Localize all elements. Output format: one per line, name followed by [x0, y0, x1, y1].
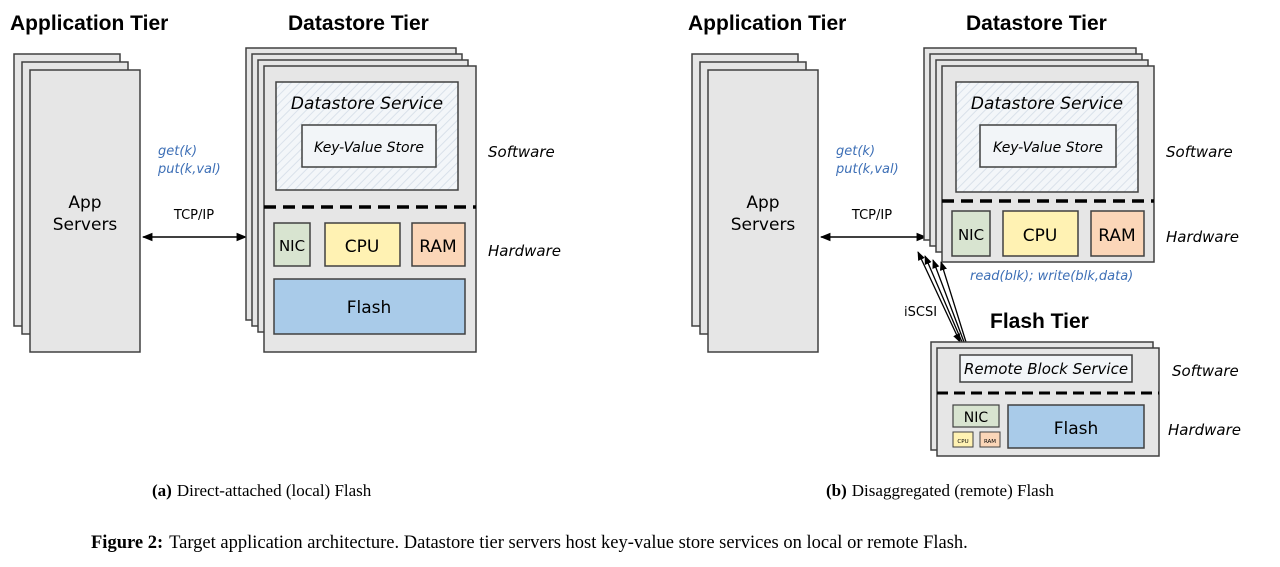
panel-b-block-api: read(blk); write(blk,data) — [970, 269, 1133, 284]
panel-a-caption-text: Direct-attached (local) Flash — [177, 481, 372, 500]
panel-a-app-servers-label-line1: App — [68, 193, 101, 213]
panel-b-ram-box — [1090, 210, 1145, 257]
panel-b-flash-cpu-label: CPU — [957, 439, 968, 445]
panel-b-nic-label: NIC — [958, 226, 984, 244]
panel-b-caption: (b) Disaggregated (remote) Flash — [826, 481, 1054, 500]
panel-a-tcpip-label: TCP/IP — [173, 208, 214, 223]
figure-caption-text: Target application architecture. Datasto… — [169, 533, 968, 553]
panel-b-flash-label: Flash — [1054, 419, 1099, 439]
panel-a-datastore-tier-title: Datastore Tier — [288, 12, 429, 35]
panel-a-application-tier-title: Application Tier — [10, 12, 168, 35]
panel-b-cpu-label: CPU — [1023, 226, 1058, 246]
panel-a-api-get: get(k) — [158, 144, 197, 159]
panel-b-api-get: get(k) — [836, 144, 875, 159]
panel-b-kv-store-box — [979, 124, 1117, 168]
panel-a-nic-box — [273, 222, 311, 267]
panel-a-datastore-service-label: Datastore Service — [291, 94, 443, 114]
panel-b-iscsi-arrows — [917, 251, 967, 343]
panel-a-caption: (a) Direct-attached (local) Flash — [152, 481, 372, 500]
panel-b-app-servers-label-line2: Servers — [731, 215, 796, 235]
panel-b-flash-ram-box — [979, 431, 1001, 448]
panel-b-hardware-label: Hardware — [1166, 228, 1239, 246]
panel-a-caption-letter: (a) — [152, 481, 172, 500]
panel-a-cpu-box — [324, 222, 401, 267]
figure-caption-label: Figure 2: — [91, 533, 163, 553]
panel-b-flash-hardware-label: Hardware — [1168, 421, 1241, 439]
panel-b-application-tier-title: Application Tier — [688, 12, 846, 35]
panel-b-kv-store-label: Key-Value Store — [993, 140, 1103, 156]
panel-b-flash-nic-box — [952, 404, 1000, 428]
panel-a-kv-store-box — [301, 124, 437, 168]
panel-b-remote-block-service-label: Remote Block Service — [964, 360, 1128, 378]
panel-a-software-label: Software — [488, 143, 555, 161]
panel-b-datastore-tier-title: Datastore Tier — [966, 12, 1107, 35]
panel-a-api-put: put(k,val) — [157, 162, 221, 177]
panel-a-ram-label: RAM — [419, 237, 456, 257]
panel-b-cpu-box — [1002, 210, 1079, 257]
panel-b-flash-nic-label: NIC — [964, 410, 989, 426]
panel-a-flash-box — [273, 278, 466, 335]
panel-b-flash-cpu-box — [952, 431, 974, 448]
panel-b-iscsi-label: iSCSI — [904, 305, 937, 320]
panel-a-app-servers-stack — [13, 53, 141, 353]
panel-a-hardware-label: Hardware — [488, 242, 561, 260]
panel-a-app-servers-label-line2: Servers — [53, 215, 118, 235]
panel-a-ram-box — [411, 222, 466, 267]
panel-b-flash-ram-label: RAM — [984, 439, 996, 445]
panel-a-cpu-label: CPU — [345, 237, 380, 257]
panel-b-api-put: put(k,val) — [835, 162, 899, 177]
panel-b-caption-text: Disaggregated (remote) Flash — [852, 481, 1055, 500]
panel-b-flash-box — [1007, 404, 1145, 449]
panel-a-nic-label: NIC — [279, 237, 305, 255]
panel-b-app-servers-stack — [691, 53, 819, 353]
panel-a: Application Tier Datastore Tier App Serv… — [10, 12, 561, 500]
panel-b-nic-box — [951, 210, 991, 257]
panel-b-tcpip-label: TCP/IP — [851, 208, 892, 223]
panel-b-ram-label: RAM — [1098, 226, 1135, 246]
panel-b-app-servers-label-line1: App — [746, 193, 779, 213]
panel-b-datastore-service-label: Datastore Service — [971, 94, 1123, 114]
panel-b-caption-letter: (b) — [826, 481, 847, 500]
panel-b-flash-tier-title: Flash Tier — [990, 310, 1089, 333]
panel-b-remote-block-service-box — [959, 354, 1133, 383]
panel-a-flash-label: Flash — [347, 298, 392, 318]
figure-caption: Figure 2: Target application architecture… — [91, 533, 968, 553]
panel-a-kv-store-label: Key-Value Store — [314, 140, 424, 156]
panel-b: Application Tier Datastore Tier App Serv… — [688, 12, 1241, 500]
panel-b-software-label: Software — [1166, 143, 1233, 161]
panel-b-flash-software-label: Software — [1172, 362, 1239, 380]
